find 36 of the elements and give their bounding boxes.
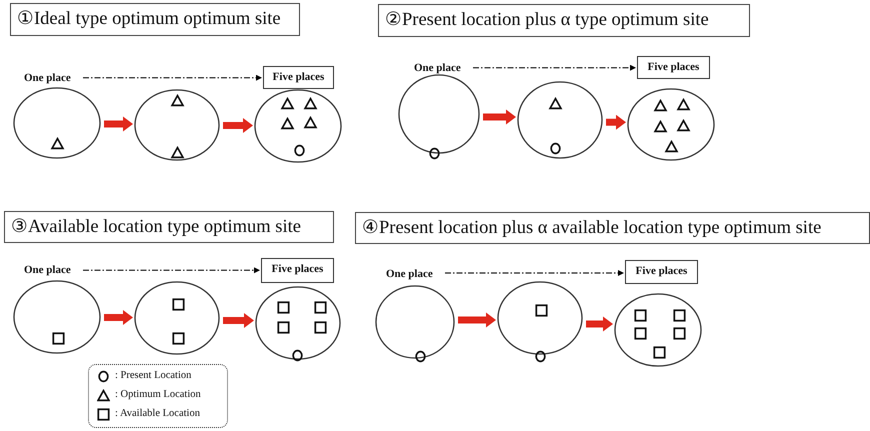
start-label: One place xyxy=(24,262,80,278)
site-ellipse xyxy=(254,89,342,163)
site-ellipse xyxy=(134,89,220,161)
arrow xyxy=(82,74,262,81)
arrow xyxy=(82,267,260,274)
site-ellipse xyxy=(517,81,603,159)
site-ellipse xyxy=(134,281,220,355)
arrow xyxy=(444,270,624,276)
site-ellipse xyxy=(627,88,715,161)
legend-label: : Present Location xyxy=(115,370,192,381)
panel-title: ④Present location plus α available location type optimum site xyxy=(355,212,870,244)
panel-title: ①Ideal type optimum optimum site xyxy=(10,3,300,36)
block-arrow xyxy=(223,118,253,133)
site-ellipse xyxy=(13,87,101,159)
legend-label: : Available Location xyxy=(115,408,200,419)
block-arrow xyxy=(104,310,133,325)
site-ellipse xyxy=(614,293,702,367)
block-arrow xyxy=(586,316,613,332)
block-arrow xyxy=(104,116,133,132)
panel-title: ③Available location type optimum site xyxy=(4,211,334,243)
site-ellipse xyxy=(13,280,101,354)
panel-title: ②Present location plus α type optimum site xyxy=(378,4,750,37)
arrow xyxy=(472,64,636,71)
block-arrow xyxy=(606,114,626,130)
start-label: One place xyxy=(414,60,470,76)
block-arrow xyxy=(483,110,516,124)
block-arrow xyxy=(458,312,496,328)
legend-label: : Optimum Location xyxy=(115,389,201,400)
site-ellipse xyxy=(255,286,341,360)
end-label-box: Five places xyxy=(263,66,334,89)
block-arrow xyxy=(223,313,254,328)
end-label-box: Five places xyxy=(625,260,698,284)
end-label-box: Five places xyxy=(637,56,710,79)
start-label: One place xyxy=(24,70,80,86)
start-label: One place xyxy=(386,266,442,282)
end-label-box: Five places xyxy=(261,258,334,283)
